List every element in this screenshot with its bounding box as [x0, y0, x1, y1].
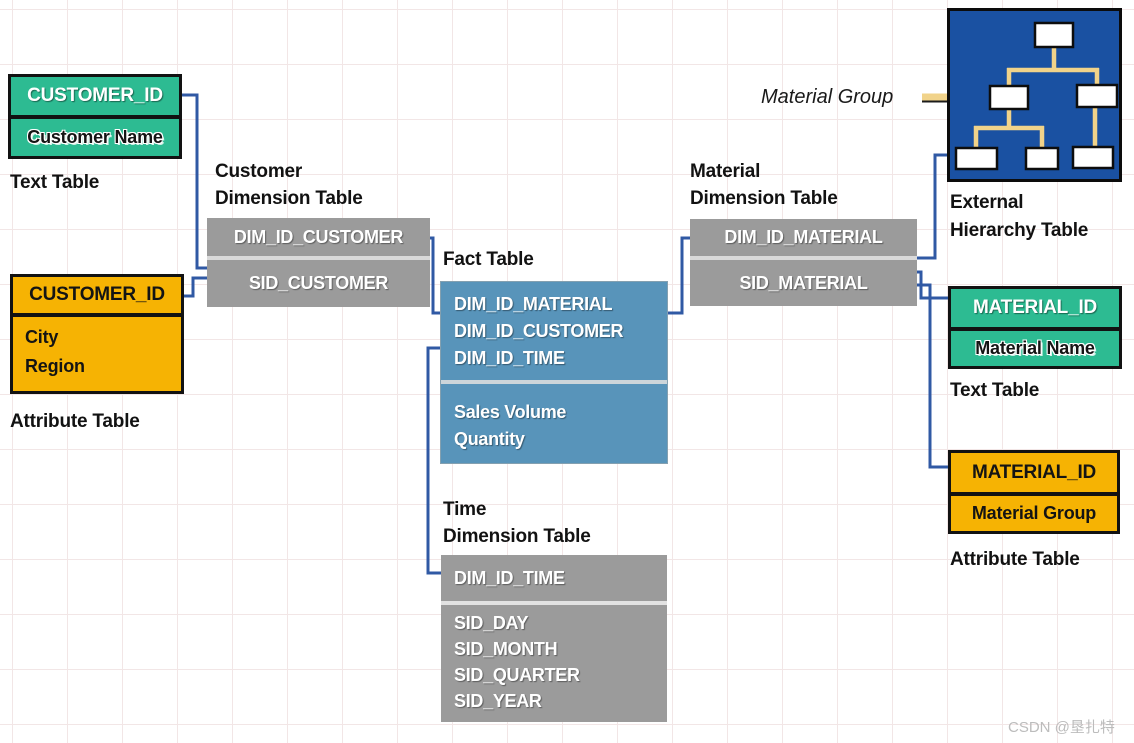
material-attribute-table-label: Attribute Table [950, 549, 1080, 570]
customer-attribute-table-label: Attribute Table [10, 411, 140, 432]
time-dimension-table: DIM_ID_TIME SID_DAY SID_MONTH SID_QUARTE… [441, 555, 667, 722]
customer-text-table-row: Customer Name [27, 127, 163, 147]
time-sid-row: SID_YEAR [454, 691, 542, 711]
time-sid-row: SID_QUARTER [454, 665, 580, 685]
divider [11, 115, 179, 119]
connector-material-dim-to-hierarchy [916, 153, 948, 260]
material-dimension-table: DIM_ID_MATERIAL SID_MATERIAL [690, 219, 917, 306]
material-attribute-table-header: MATERIAL_ID [971, 461, 1097, 483]
material-dimension-row: SID_MATERIAL [690, 260, 917, 306]
time-sid-row: SID_MONTH [454, 639, 558, 659]
divider [951, 327, 1119, 331]
fact-dimension-key: DIM_ID_MATERIAL [454, 294, 613, 314]
material-text-table-label: Text Table [950, 380, 1040, 401]
connector-fact-to-time-dim [426, 346, 442, 575]
divider [690, 256, 917, 260]
material-dimension-table-label: Material Dimension Table [690, 161, 838, 209]
fact-measure: Quantity [454, 429, 525, 449]
fact-measure: Sales Volume [454, 402, 567, 422]
material-attribute-table-row: Material Group [971, 503, 1097, 523]
hierarchy-node [1024, 146, 1060, 171]
connector-material-dim-to-attr [916, 283, 949, 469]
customer-dimension-row: SID_CUSTOMER [207, 260, 430, 307]
customer-attribute-row: City [25, 327, 59, 347]
material-dimension-header: DIM_ID_MATERIAL [690, 219, 917, 256]
customer-dimension-header: DIM_ID_CUSTOMER [207, 218, 430, 256]
material-text-table: MATERIAL_ID Material Name [948, 286, 1122, 369]
divider [207, 256, 430, 260]
hierarchy-node-material-group [988, 84, 1030, 111]
fact-table-label: Fact Table [443, 249, 534, 270]
connector-customer-dim-to-fact [429, 236, 441, 315]
customer-dimension-table-label: Customer Dimension Table [215, 161, 363, 209]
customer-text-table-header: CUSTOMER_ID [27, 85, 163, 106]
material-attribute-table: MATERIAL_ID Material Group [948, 450, 1120, 534]
fact-dimension-key: DIM_ID_CUSTOMER [454, 321, 624, 341]
customer-attribute-table-header: CUSTOMER_ID [29, 284, 165, 305]
customer-text-table-label: Text Table [10, 172, 100, 193]
hierarchy-node [1071, 145, 1115, 170]
customer-dimension-table: DIM_ID_CUSTOMER SID_CUSTOMER [207, 218, 430, 307]
time-dimension-rows: SID_DAY SID_MONTH SID_QUARTER SID_YEAR [441, 605, 667, 722]
material-text-table-row: Material Name [975, 338, 1095, 358]
time-dimension-header: DIM_ID_TIME [441, 555, 667, 601]
external-hierarchy-label: External Hierarchy Table [950, 192, 1089, 241]
divider [951, 492, 1117, 496]
customer-attribute-table: CUSTOMER_ID City Region [10, 274, 184, 394]
hierarchy-node [954, 146, 999, 171]
divider [441, 601, 667, 605]
hierarchy-node [1075, 83, 1119, 109]
divider [441, 380, 667, 384]
connector-material-dim-to-fact [667, 236, 690, 315]
watermark: CSDN @垦扎特 [1008, 719, 1115, 736]
fact-table: DIM_ID_MATERIAL DIM_ID_CUSTOMER DIM_ID_T… [440, 281, 668, 464]
customer-attribute-row: Region [25, 356, 85, 376]
hierarchy-tree [954, 21, 1119, 171]
fact-dimension-key: DIM_ID_TIME [454, 348, 565, 368]
divider [13, 313, 181, 317]
hierarchy-node-root [1033, 21, 1075, 49]
material-group-annotation: Material Group [761, 86, 894, 108]
customer-text-table: CUSTOMER_ID Customer Name [8, 74, 182, 159]
material-text-table-header: MATERIAL_ID [972, 297, 1098, 318]
time-sid-row: SID_DAY [454, 613, 529, 633]
connector-customer-text-to-dim [182, 93, 208, 270]
time-dimension-table-label: Time Dimension Table [443, 499, 591, 547]
connector-customer-attr-to-dim [184, 276, 208, 298]
